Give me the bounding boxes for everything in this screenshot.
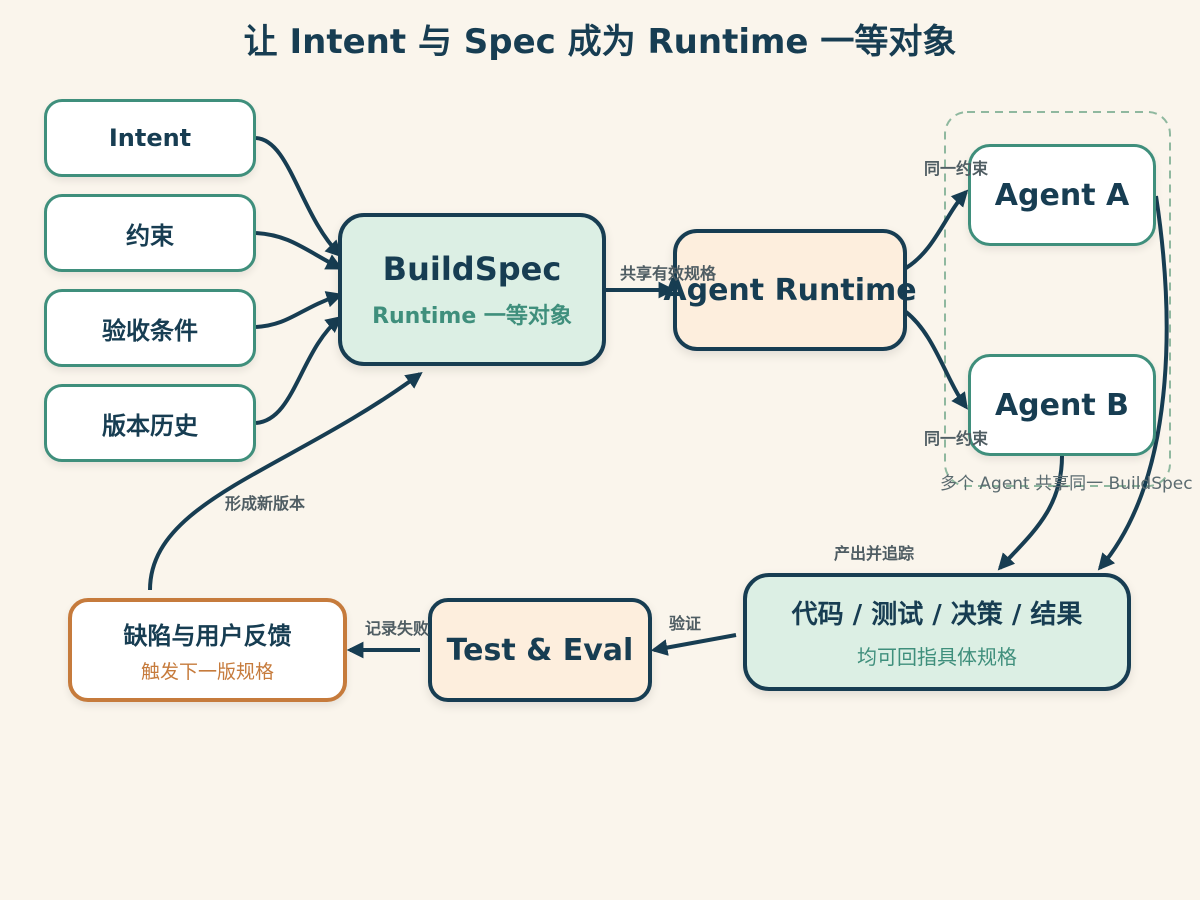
label-verify: 验证 bbox=[669, 614, 702, 633]
input-acceptance: 验收条件 bbox=[44, 289, 256, 367]
agent-runtime-node: Agent Runtime bbox=[663, 229, 917, 351]
input-version-history: 版本历史 bbox=[44, 384, 256, 462]
edge-intent-buildspec bbox=[255, 136, 343, 258]
input-intent: Intent bbox=[44, 99, 256, 177]
edge-agent-a-outputs bbox=[1097, 195, 1169, 571]
outputs-subtitle: 均可回指具体规格 bbox=[857, 645, 1017, 669]
diagram-title: 让 Intent 与 Spec 成为 Runtime 一等对象 bbox=[243, 22, 957, 62]
agent-group-label: 多个 Agent 共享同一 BuildSpec bbox=[940, 474, 1193, 494]
label-new-version: 形成新版本 bbox=[225, 494, 306, 513]
buildspec-subtitle: Runtime 一等对象 bbox=[372, 303, 572, 329]
label-same-constraint-a: 同一约束 bbox=[924, 159, 989, 178]
label-same-constraint-b: 同一约束 bbox=[924, 429, 989, 448]
edge-outputs-test bbox=[650, 633, 737, 656]
test-eval-node: Test & Eval bbox=[428, 598, 652, 702]
label-share-spec: 共享有效规格 bbox=[620, 264, 717, 283]
outputs-node: 代码 / 测试 / 决策 / 结果 均可回指具体规格 bbox=[743, 573, 1131, 691]
buildspec-node: BuildSpec Runtime 一等对象 bbox=[338, 213, 606, 366]
outputs-title: 代码 / 测试 / 决策 / 结果 bbox=[791, 600, 1083, 630]
agent-group-frame bbox=[944, 111, 1171, 487]
edge-constraint-buildspec bbox=[255, 231, 343, 270]
agent-runtime-title: Agent Runtime bbox=[663, 272, 917, 308]
agent-a-title: Agent A bbox=[994, 177, 1130, 213]
edge-acceptance-buildspec bbox=[255, 291, 344, 329]
edge-runtime-agent-b bbox=[904, 310, 968, 410]
input-constraint: 约束 bbox=[44, 194, 256, 272]
feedback-subtitle: 触发下一版规格 bbox=[140, 661, 274, 683]
feedback-node: 缺陷与用户反馈 触发下一版规格 bbox=[68, 598, 347, 702]
edge-runtime-agent-a bbox=[904, 189, 969, 270]
agent-b-title: Agent B bbox=[994, 387, 1130, 423]
input-version-history-label: 版本历史 bbox=[102, 411, 198, 440]
agent-a-node: Agent A bbox=[968, 144, 1156, 246]
agent-b-node: Agent B bbox=[968, 354, 1156, 456]
edge-history-buildspec bbox=[255, 315, 343, 425]
test-eval-title: Test & Eval bbox=[446, 632, 634, 668]
edge-feedback-buildspec bbox=[148, 372, 423, 591]
label-record-failure: 记录失败 bbox=[365, 619, 430, 638]
feedback-title: 缺陷与用户反馈 bbox=[123, 622, 292, 650]
buildspec-title: BuildSpec bbox=[382, 249, 562, 288]
edge-agent-b-outputs bbox=[997, 455, 1064, 571]
label-produce-track: 产出并追踪 bbox=[834, 544, 915, 563]
input-acceptance-label: 验收条件 bbox=[102, 316, 198, 345]
input-constraint-label: 约束 bbox=[126, 221, 174, 250]
input-intent-label: Intent bbox=[108, 124, 192, 152]
